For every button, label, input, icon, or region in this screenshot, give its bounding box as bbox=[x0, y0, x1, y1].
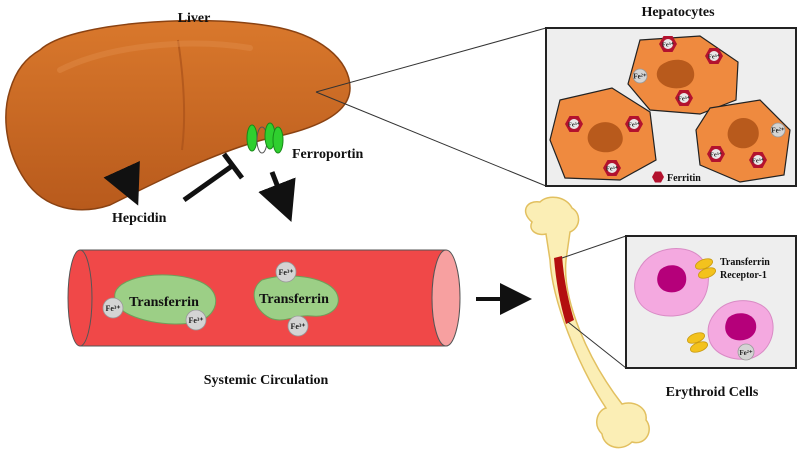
svg-text:Fe²⁺: Fe²⁺ bbox=[633, 73, 646, 81]
bone-marrow bbox=[554, 256, 574, 324]
ferritin-icon: Fe³⁺ bbox=[565, 116, 583, 132]
svg-text:Fe³⁺: Fe³⁺ bbox=[290, 322, 305, 331]
erythroid-nucleus bbox=[725, 313, 757, 341]
iron-fe2-icon: Fe²⁺ bbox=[770, 122, 786, 138]
hepatocyte-nucleus bbox=[587, 122, 623, 153]
hepatocyte-nucleus bbox=[656, 59, 695, 89]
iron-fe3-icon: Fe³⁺ bbox=[102, 297, 124, 319]
iron-fe3-icon: Fe³⁺ bbox=[185, 309, 207, 331]
liver-label: Liver bbox=[178, 11, 211, 26]
svg-text:Fe³⁺: Fe³⁺ bbox=[278, 268, 293, 277]
transferrin-receptor-icon bbox=[695, 258, 716, 279]
transferrin-receptor-icon bbox=[687, 332, 708, 353]
hepatocyte-nucleus bbox=[727, 117, 759, 149]
hepcidin-label: Hepcidin bbox=[112, 211, 167, 226]
svg-text:Fe³⁺: Fe³⁺ bbox=[606, 166, 619, 173]
transferrin-label: Transferrin bbox=[259, 292, 329, 307]
systemic-circulation-label: Systemic Circulation bbox=[204, 373, 329, 388]
transferrin-label: Transferrin bbox=[129, 295, 199, 310]
transferrin-receptor-label-line1: Transferrin bbox=[720, 257, 770, 268]
ferritin-icon: Fe³⁺ bbox=[625, 116, 643, 132]
transferrin-receptor-label-line2: Receptor-1 bbox=[720, 270, 767, 281]
ferritin-legend: Ferritin bbox=[652, 171, 701, 184]
erythroid-panel bbox=[625, 235, 797, 369]
zoom-line-top bbox=[561, 235, 627, 259]
svg-text:Fe³⁺: Fe³⁺ bbox=[708, 54, 721, 61]
ferritin-icon: Fe³⁺ bbox=[705, 48, 723, 64]
iron-fe2-icon: Fe²⁺ bbox=[737, 343, 755, 361]
hepcidin-inhibition-arrow bbox=[182, 152, 244, 203]
zoom-line-bottom bbox=[567, 321, 627, 369]
erythroid-nucleus bbox=[657, 265, 687, 293]
svg-text:Fe³⁺: Fe³⁺ bbox=[628, 122, 641, 129]
ferritin-icon: Fe³⁺ bbox=[707, 146, 725, 162]
svg-text:Fe³⁺: Fe³⁺ bbox=[188, 316, 203, 325]
svg-text:Fe²⁺: Fe²⁺ bbox=[771, 127, 784, 135]
svg-text:Fe³⁺: Fe³⁺ bbox=[752, 158, 765, 165]
hepatocytes-label: Hepatocytes bbox=[641, 5, 715, 20]
liver-to-hepcidin-arrow bbox=[103, 160, 140, 206]
liver bbox=[5, 19, 351, 211]
ferritin-icon: Fe³⁺ bbox=[659, 36, 677, 52]
iron-fe2-icon: Fe²⁺ bbox=[632, 68, 648, 84]
zoom-line-bottom bbox=[315, 91, 547, 187]
ferroportin-to-blood-arrow bbox=[258, 171, 296, 222]
ferritin-label: Ferritin bbox=[667, 173, 701, 184]
svg-text:Fe³⁺: Fe³⁺ bbox=[678, 96, 691, 103]
ferritin-icon: Fe³⁺ bbox=[675, 90, 693, 106]
svg-text:Fe³⁺: Fe³⁺ bbox=[710, 152, 723, 159]
iron-fe3-icon: Fe³⁺ bbox=[275, 261, 297, 283]
svg-text:Fe³⁺: Fe³⁺ bbox=[662, 42, 675, 49]
ferroportin-label: Ferroportin bbox=[292, 147, 363, 162]
iron-fe3-icon: Fe³⁺ bbox=[287, 315, 309, 337]
erythroid-cells-label: Erythroid Cells bbox=[666, 385, 759, 400]
svg-text:Fe³⁺: Fe³⁺ bbox=[568, 122, 581, 129]
transferrin-protein: Transferrin bbox=[253, 275, 339, 321]
svg-text:Fe²⁺: Fe²⁺ bbox=[739, 349, 752, 357]
ferritin-icons: Fe³⁺ Fe³⁺ Fe³⁺ Fe³⁺ Fe³⁺ Fe³⁺ Fe³⁺ Fe³⁺ bbox=[565, 36, 767, 176]
svg-text:Fe³⁺: Fe³⁺ bbox=[105, 304, 120, 313]
ferritin-icon: Fe³⁺ bbox=[603, 160, 621, 176]
zoom-line-top bbox=[315, 27, 547, 93]
ferroportin-icon bbox=[246, 122, 284, 154]
ferritin-icon: Fe³⁺ bbox=[749, 152, 767, 168]
